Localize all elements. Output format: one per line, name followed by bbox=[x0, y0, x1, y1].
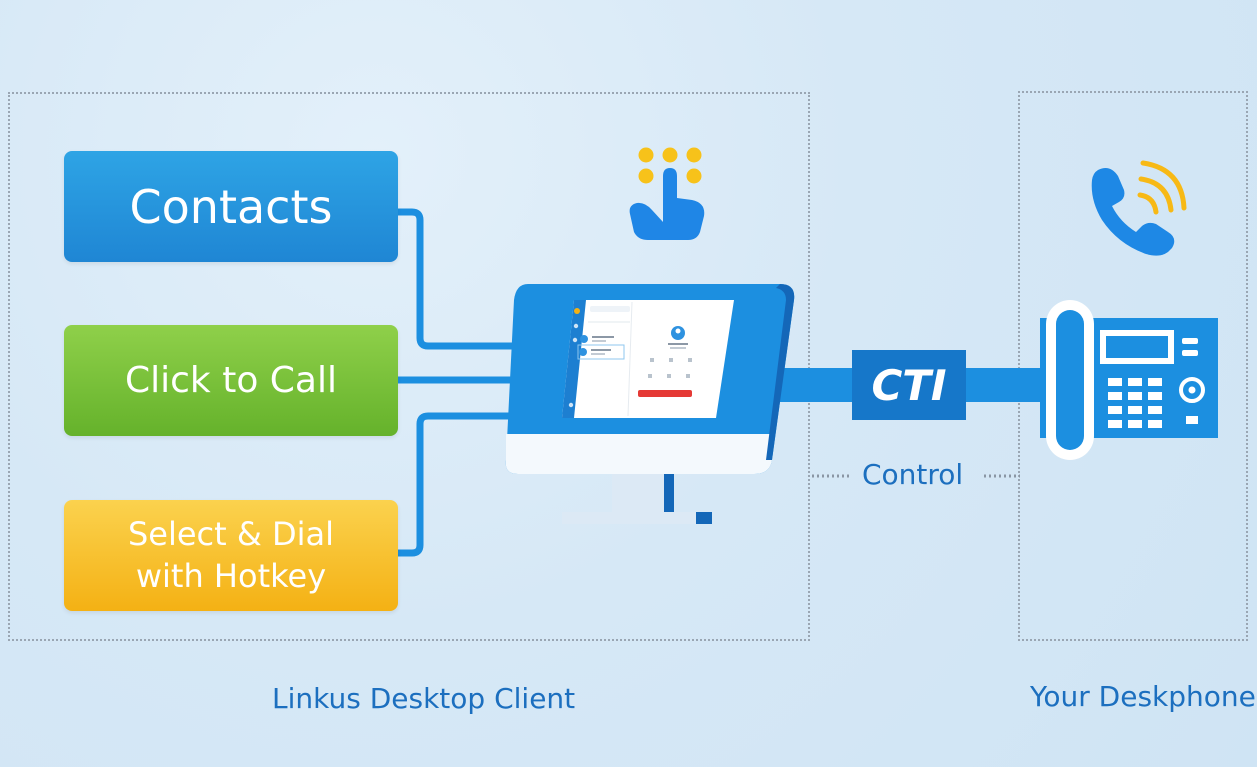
monitor-icon bbox=[505, 284, 795, 524]
connector-select-dial bbox=[398, 412, 522, 557]
click-to-call-button: Click to Call bbox=[64, 325, 398, 436]
phone-ringing-icon bbox=[1091, 160, 1187, 256]
deskphone-icon bbox=[1040, 300, 1218, 460]
control-label: Control bbox=[862, 458, 964, 491]
cti-label: CTI bbox=[852, 350, 966, 420]
deskphone-group bbox=[1018, 91, 1248, 641]
deskphone-caption: Your Deskphone bbox=[1030, 680, 1256, 713]
desktop-client-group bbox=[8, 92, 810, 641]
select-dial-hotkey-button: Select & Dial with Hotkey bbox=[64, 500, 398, 611]
desktop-client-caption: Linkus Desktop Client bbox=[272, 682, 576, 715]
connector-contacts bbox=[398, 208, 522, 350]
keypad-tap-icon bbox=[629, 147, 705, 240]
contacts-button: Contacts bbox=[64, 151, 398, 262]
